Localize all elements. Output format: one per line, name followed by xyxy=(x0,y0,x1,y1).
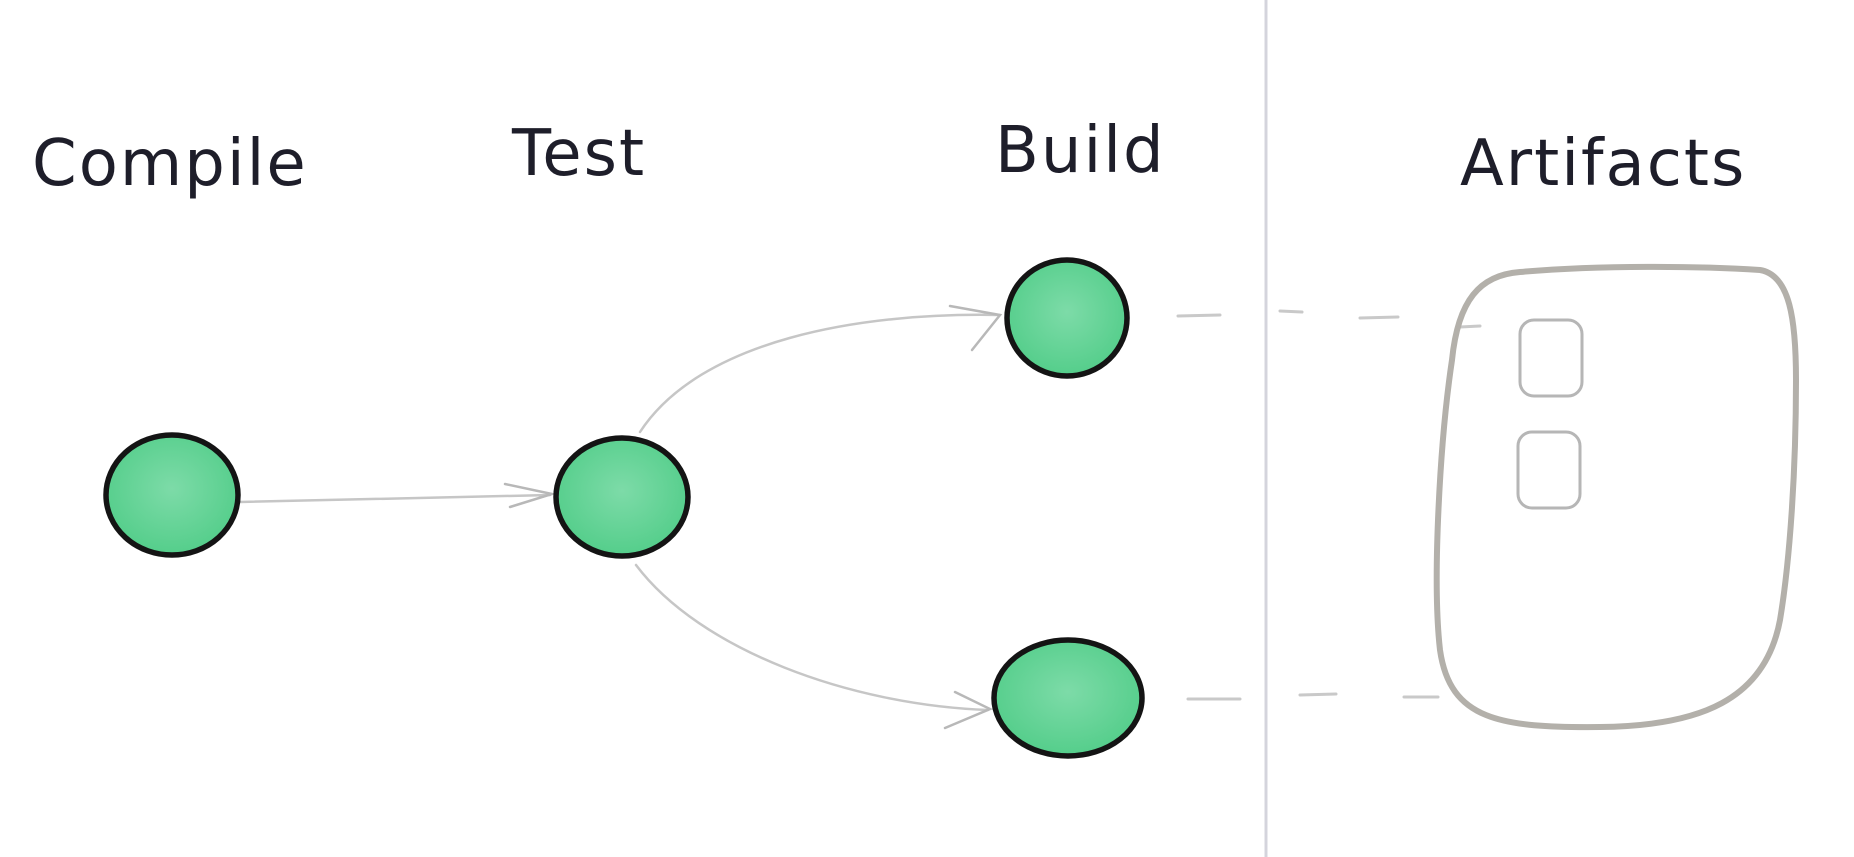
node-build-2 xyxy=(991,637,1145,759)
stage-label-build: Build xyxy=(995,114,1166,188)
artifacts-container xyxy=(1433,263,1800,731)
artifact-link-build-2 xyxy=(1186,692,1440,701)
arrowhead xyxy=(948,304,1003,352)
stage-label-artifacts: Artifacts xyxy=(1460,127,1746,201)
stage-label-test: Test xyxy=(511,117,646,191)
artifact-link-build-1 xyxy=(1176,309,1482,329)
arrowhead xyxy=(943,690,994,730)
edge-test-to-build-2 xyxy=(634,563,994,730)
node-test xyxy=(553,435,691,559)
arrowhead xyxy=(503,482,557,509)
node-build-1 xyxy=(1004,257,1130,379)
artifact-item-1 xyxy=(1518,318,1584,398)
node-compile xyxy=(103,432,241,558)
edge-test-to-build-1 xyxy=(638,304,1003,434)
artifact-item-2 xyxy=(1516,430,1582,510)
edge-compile-to-test xyxy=(238,482,557,509)
stage-label-compile: Compile xyxy=(32,127,308,201)
